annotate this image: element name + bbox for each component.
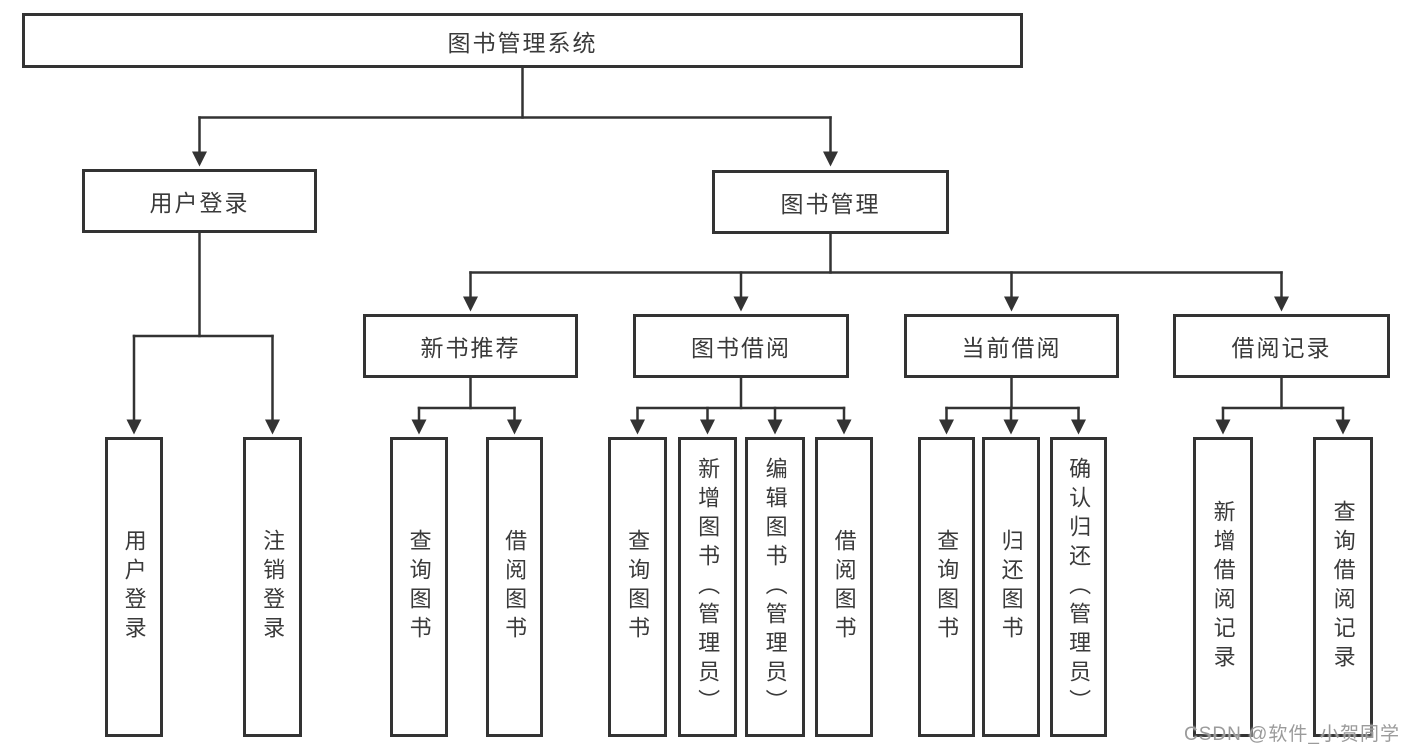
leaf-bb-query-books: 查询图书 [608,437,667,737]
leaf-nbr-borrow-books-label: 借阅图书 [502,529,528,645]
node-root-label: 图书管理系统 [447,29,598,56]
leaf-cb-return-books: 归还图书 [982,437,1040,737]
connector-user-login-children [126,231,280,435]
leaf-bb-add-books-admin-label: 新增图书（管理员） [695,456,721,718]
node-root: 图书管理系统 [22,13,1023,68]
node-current-borrow-label: 当前借阅 [961,335,1062,361]
node-user-login: 用户登录 [82,169,317,233]
node-new-book-recommend-label: 新书推荐 [420,335,521,361]
leaf-cb-query-books-label: 查询图书 [934,529,960,645]
node-borrow-records-label: 借阅记录 [1231,335,1332,361]
connector-new-book-children [411,376,522,435]
connector-borrow-records-children [1215,376,1351,435]
node-book-borrow: 图书借阅 [633,314,849,378]
leaf-br-query-record: 查询借阅记录 [1313,437,1373,737]
watermark: CSDN @软件_小贺同学 [1184,724,1400,745]
node-new-book-recommend: 新书推荐 [363,314,578,378]
leaf-cb-confirm-return-admin: 确认归还（管理员） [1050,437,1107,737]
leaf-cb-query-books: 查询图书 [918,437,975,737]
connector-book-management-children [463,232,1289,312]
leaf-nbr-borrow-books: 借阅图书 [486,437,543,737]
leaf-logout: 注销登录 [243,437,302,737]
leaf-cb-confirm-return-admin-label: 确认归还（管理员） [1066,456,1092,718]
node-current-borrow: 当前借阅 [904,314,1119,378]
connector-book-borrow-children [630,376,852,435]
node-book-borrow-label: 图书借阅 [691,335,791,361]
leaf-user-login-label: 用户登录 [121,529,147,645]
leaf-bb-borrow-books: 借阅图书 [815,437,873,737]
node-borrow-records: 借阅记录 [1173,314,1390,378]
connector-current-borrow-children [939,376,1086,435]
leaf-bb-edit-books-admin-label: 编辑图书（管理员） [762,456,788,718]
connector-root-to-level2 [192,66,838,167]
node-user-login-label: 用户登录 [149,190,250,216]
leaf-br-add-record: 新增借阅记录 [1193,437,1253,737]
leaf-br-query-record-label: 查询借阅记录 [1330,500,1356,674]
leaf-nbr-query-books: 查询图书 [390,437,448,737]
leaf-br-add-record-label: 新增借阅记录 [1210,500,1236,674]
node-book-management: 图书管理 [712,170,949,234]
leaf-user-login: 用户登录 [105,437,163,737]
leaf-bb-query-books-label: 查询图书 [625,529,651,645]
leaf-cb-return-books-label: 归还图书 [998,529,1024,645]
node-book-management-label: 图书管理 [780,191,881,217]
leaf-bb-add-books-admin: 新增图书（管理员） [678,437,737,737]
leaf-logout-label: 注销登录 [260,529,286,645]
leaf-bb-borrow-books-label: 借阅图书 [831,529,857,645]
leaf-bb-edit-books-admin: 编辑图书（管理员） [745,437,805,737]
leaf-nbr-query-books-label: 查询图书 [406,529,432,645]
